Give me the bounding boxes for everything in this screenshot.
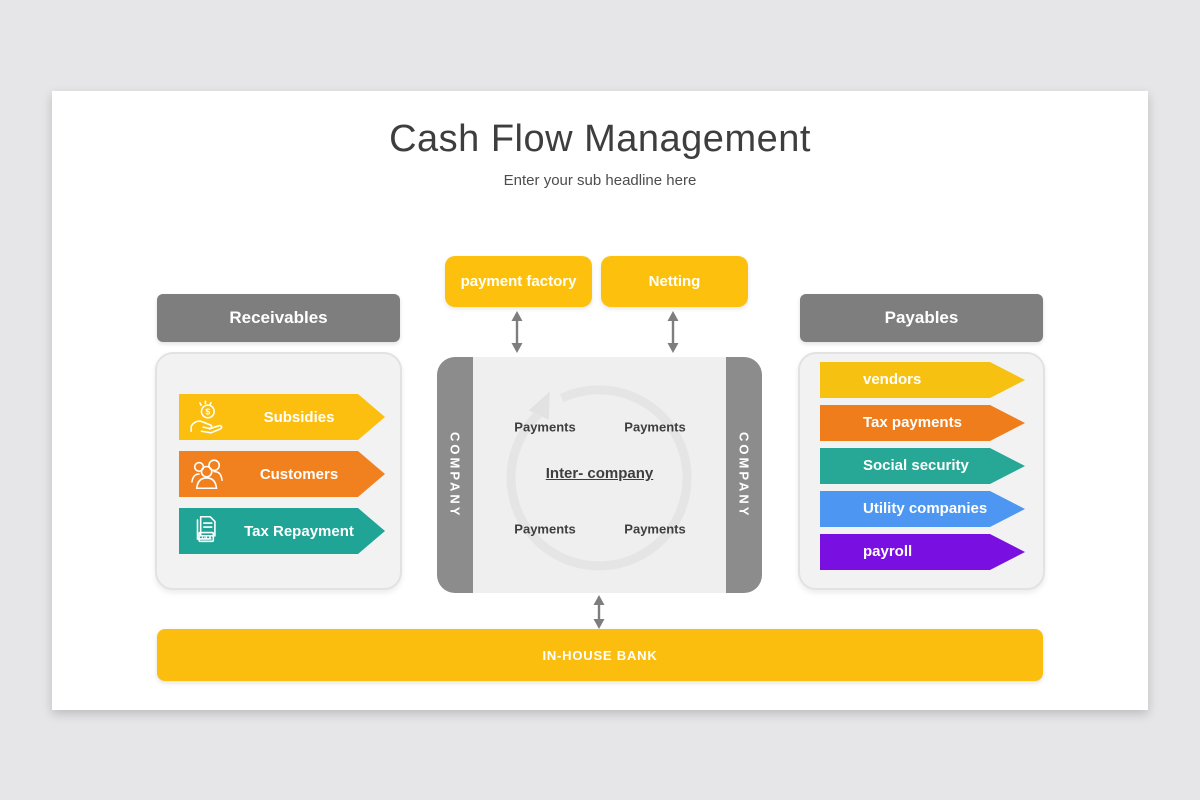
tax-document-icon: TAX — [179, 512, 235, 550]
double-arrow-bank — [593, 595, 605, 629]
payments-label-bottom-right: Payments — [624, 521, 686, 537]
company-bar-left: COMPANY — [437, 357, 473, 593]
customers-group-icon — [179, 455, 235, 493]
in-house-bank-bar: IN-HOUSE BANK — [157, 629, 1043, 681]
payables-header: Payables — [800, 294, 1043, 342]
cycle-arrow-icon — [506, 385, 692, 571]
receivables-item-label: Customers — [259, 465, 339, 483]
payables-item-tax-payments: Tax payments — [820, 405, 1025, 441]
payables-item-payroll: payroll — [820, 534, 1025, 570]
page-title: Cash Flow Management — [389, 118, 811, 160]
double-arrow-payment-factory — [511, 311, 523, 353]
double-arrow-netting — [667, 311, 679, 353]
payables-item-vendors: vendors — [820, 362, 1025, 398]
receivables-item-tax-repayment: TAX Tax Repayment — [179, 508, 385, 554]
subsidy-hand-coin-icon: $ — [179, 398, 235, 436]
receivables-item-label: Tax Repayment — [244, 522, 354, 540]
payment-factory-box: payment factory — [445, 256, 592, 307]
receivables-item-subsidies: $ Subsidies — [179, 394, 385, 440]
netting-box: Netting — [601, 256, 748, 307]
payments-label-bottom-left: Payments — [514, 521, 576, 537]
receivables-item-customers: Customers — [179, 451, 385, 497]
payables-item-utility-companies: Utility companies — [820, 491, 1025, 527]
receivables-item-label: Subsidies — [263, 408, 335, 426]
payments-label-top-right: Payments — [624, 419, 686, 435]
payments-label-top-left: Payments — [514, 419, 576, 435]
receivables-header: Receivables — [157, 294, 400, 342]
company-bar-right: COMPANY — [726, 357, 762, 593]
page-subtitle: Enter your sub headline here — [503, 172, 697, 189]
svg-text:TAX: TAX — [201, 535, 212, 541]
payables-item-social-security: Social security — [820, 448, 1025, 484]
inter-company-label: Inter- company — [545, 465, 654, 482]
intercompany-box: COMPANY COMPANY Payments Payments Paymen… — [437, 357, 762, 593]
svg-text:$: $ — [205, 407, 210, 417]
